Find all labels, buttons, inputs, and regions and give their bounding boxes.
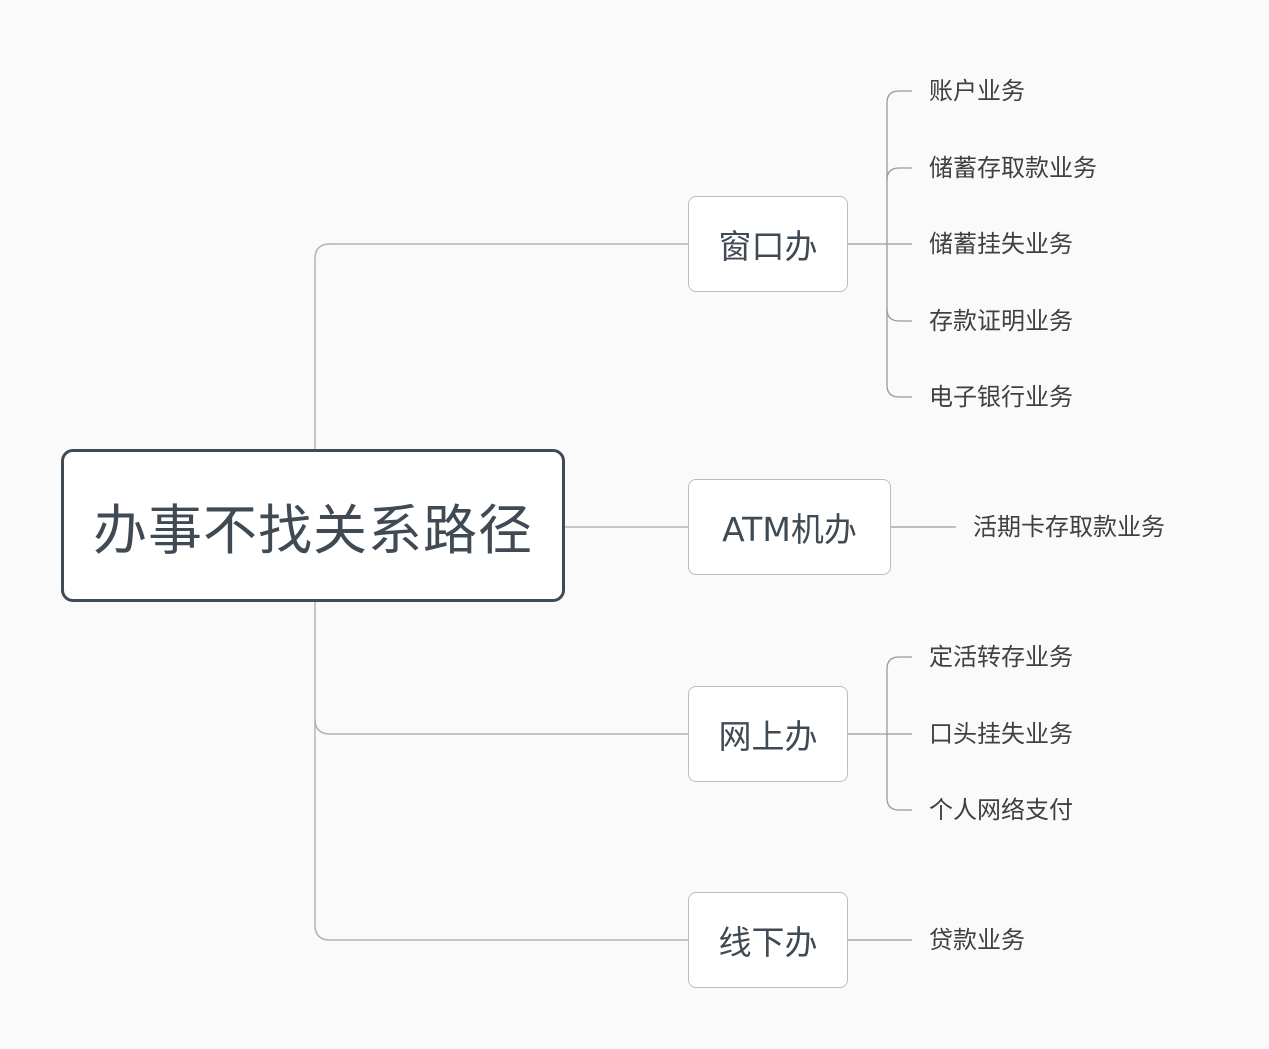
leaf-topic[interactable]: 存款证明业务 (929, 307, 1073, 335)
leaf-topic[interactable]: 账户业务 (929, 77, 1025, 105)
connector-window-leaf-2 (886, 167, 912, 181)
branch-window[interactable]: 窗口办 (688, 196, 848, 292)
leaf-topic[interactable]: 贷款业务 (929, 926, 1025, 954)
connector-window-leaf-5 (886, 384, 912, 398)
connector-window-leaf-4 (886, 308, 912, 322)
leaf-topic[interactable]: 口头挂失业务 (929, 720, 1073, 748)
connector-window-leaf-1 (886, 90, 912, 104)
leaf-topic[interactable]: 定活转存业务 (929, 643, 1073, 671)
branch-offline[interactable]: 线下办 (688, 892, 848, 988)
branch-atm[interactable]: ATM机办 (688, 479, 891, 575)
leaf-topic[interactable]: 活期卡存取款业务 (973, 513, 1165, 541)
connector-root-online (314, 602, 688, 735)
connector-root-window (314, 243, 688, 449)
leaf-topic[interactable]: 储蓄挂失业务 (929, 230, 1073, 258)
connector-online-leaf-3 (886, 797, 912, 811)
leaf-topic[interactable]: 电子银行业务 (929, 383, 1073, 411)
branch-online[interactable]: 网上办 (688, 686, 848, 782)
leaf-topic[interactable]: 储蓄存取款业务 (929, 154, 1097, 182)
connector-root-offline (314, 719, 688, 941)
leaf-topic[interactable]: 个人网络支付 (929, 796, 1073, 824)
root-topic[interactable]: 办事不找关系路径 (61, 449, 565, 602)
connector-online-leaf-1 (886, 656, 912, 670)
